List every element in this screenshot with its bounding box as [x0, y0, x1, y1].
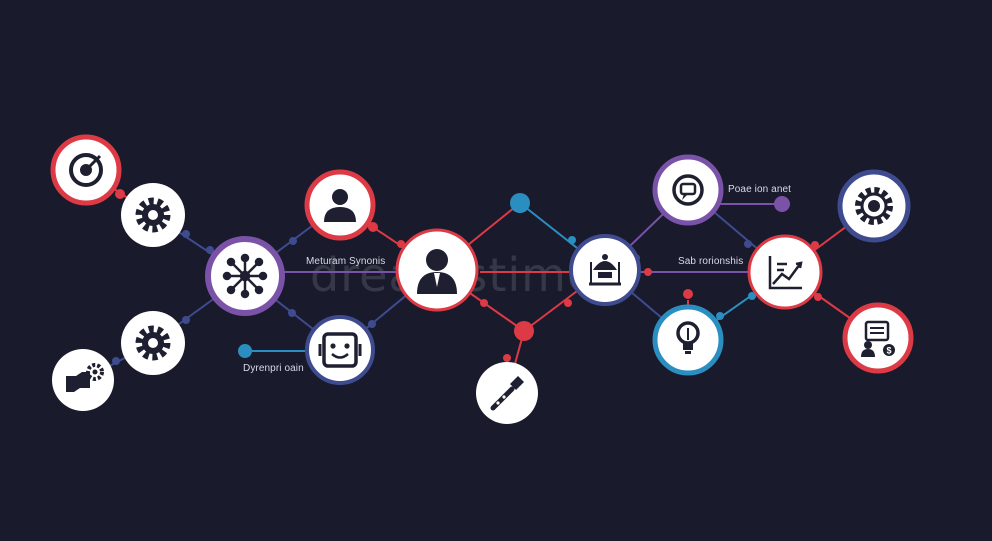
node-user-top — [304, 169, 376, 241]
label-page-ion-anet: Poae ion anet — [728, 184, 792, 195]
network-icon — [222, 253, 268, 299]
lightbulb-icon — [676, 321, 700, 354]
hand-gear-icon — [66, 363, 104, 392]
node-person-center — [395, 228, 479, 312]
document-dollar-icon: $ — [861, 320, 895, 357]
person-icon — [417, 249, 457, 294]
node-gear-bottom — [121, 311, 185, 375]
label-sub-relationships: Sab rorionshis — [678, 256, 744, 267]
node-gear-ring — [837, 169, 911, 243]
node-chart — [747, 234, 823, 310]
node-pot — [569, 234, 641, 306]
node-target — [50, 134, 122, 206]
chart-icon — [768, 256, 803, 290]
target-icon — [69, 153, 103, 187]
node-brush — [476, 362, 538, 424]
node-face — [305, 315, 375, 385]
face-frame-icon — [318, 332, 362, 368]
node-network-hub — [205, 236, 285, 316]
node-lightbulb — [652, 304, 724, 376]
gear-icon — [135, 325, 171, 361]
node-chat-ring — [652, 154, 724, 226]
node-gear-top — [121, 183, 185, 247]
node-document-dollar: $ — [842, 302, 914, 374]
gear-icon — [135, 197, 171, 233]
chat-icon — [672, 174, 704, 206]
label-dependencies: Dyrenpri oain — [243, 363, 304, 374]
junction-dots — [112, 189, 822, 365]
svg-text:$: $ — [886, 346, 891, 356]
gear-ring-icon — [855, 187, 893, 225]
node-hand-gear — [52, 349, 114, 411]
brush-icon — [490, 376, 524, 411]
pot-icon — [589, 254, 621, 286]
label-metadata-synonyms: Meturam Synonis — [306, 256, 386, 267]
user-icon — [324, 189, 356, 222]
